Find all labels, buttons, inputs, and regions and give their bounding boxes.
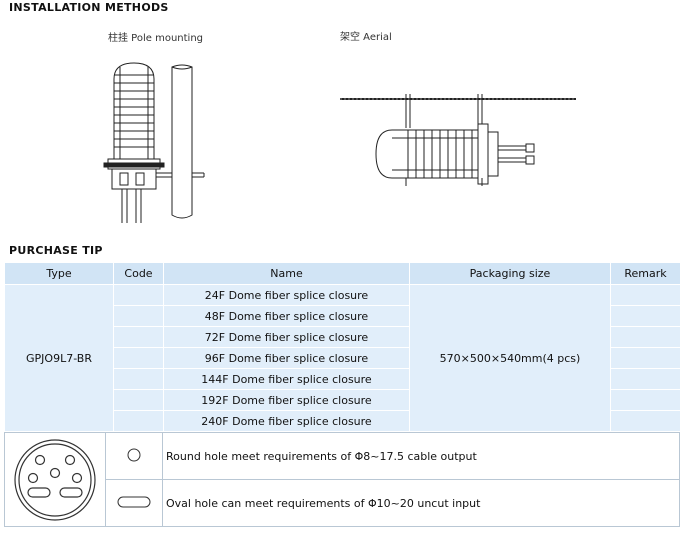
- header-code: Code: [113, 262, 164, 285]
- name-cell: 192F Dome fiber splice closure: [163, 389, 410, 411]
- table-row: 144F Dome fiber splice closure: [5, 368, 681, 390]
- code-cell: [113, 389, 164, 411]
- oval-hole-symbol-cell: [105, 479, 163, 527]
- oval-hole-description: Oval hole can meet requirements of Φ10~2…: [162, 479, 680, 527]
- name-cell: 96F Dome fiber splice closure: [163, 347, 410, 369]
- installation-methods-heading: INSTALLATION METHODS: [9, 1, 169, 14]
- remark-cell: [610, 284, 681, 306]
- header-remark: Remark: [610, 262, 681, 285]
- port-diagram-cell: [4, 432, 106, 527]
- port-layout-icon: [14, 438, 96, 521]
- purchase-tip-heading: PURCHASE TIP: [9, 244, 103, 257]
- round-hole-description: Round hole meet requirements of Φ8~17.5 …: [162, 432, 680, 480]
- name-cell: 72F Dome fiber splice closure: [163, 326, 410, 348]
- code-cell: [113, 284, 164, 306]
- code-cell: [113, 347, 164, 369]
- pole-mounting-illustration: [103, 62, 205, 223]
- remark-cell: [610, 410, 681, 432]
- legend-row-oval: Oval hole can meet requirements of Φ10~2…: [5, 479, 680, 527]
- table-row: 96F Dome fiber splice closure: [5, 347, 681, 369]
- table-row: 240F Dome fiber splice closure: [5, 410, 681, 432]
- header-name: Name: [163, 262, 410, 285]
- table-header-row: Type Code Name Packaging size Remark: [4, 262, 681, 285]
- remark-cell: [610, 326, 681, 348]
- pole-mounting-caption: 柱挂 Pole mounting: [108, 33, 203, 44]
- remark-cell: [610, 347, 681, 369]
- round-hole-icon: [127, 448, 141, 461]
- legend-row-round: Round hole meet requirements of Φ8~17.5 …: [4, 432, 680, 527]
- code-cell: [113, 368, 164, 390]
- packaging-cell: 570×500×540mm(4 pcs): [409, 284, 611, 432]
- table-row: GPJO9L7-BR 24F Dome fiber splice closure…: [4, 284, 681, 432]
- name-cell: 48F Dome fiber splice closure: [163, 305, 410, 327]
- code-cell: [113, 305, 164, 327]
- hole-legend-table: Round hole meet requirements of Φ8~17.5 …: [4, 432, 680, 527]
- aerial-illustration: [340, 94, 576, 186]
- name-cell: 24F Dome fiber splice closure: [163, 284, 410, 306]
- remark-cell: [610, 389, 681, 411]
- aerial-caption: 架空 Aerial: [340, 32, 392, 43]
- table-row: 72F Dome fiber splice closure: [5, 326, 681, 348]
- header-type: Type: [4, 262, 114, 285]
- oval-hole-icon: [117, 496, 151, 507]
- remark-cell: [610, 368, 681, 390]
- name-cell: 240F Dome fiber splice closure: [163, 410, 410, 432]
- round-hole-symbol-cell: [105, 432, 163, 480]
- purchase-table: Type Code Name Packaging size Remark GPJ…: [4, 262, 681, 432]
- code-cell: [113, 326, 164, 348]
- header-packaging-size: Packaging size: [409, 262, 611, 285]
- remark-cell: [610, 305, 681, 327]
- code-cell: [113, 410, 164, 432]
- type-cell: GPJO9L7-BR: [4, 284, 114, 432]
- name-cell: 144F Dome fiber splice closure: [163, 368, 410, 390]
